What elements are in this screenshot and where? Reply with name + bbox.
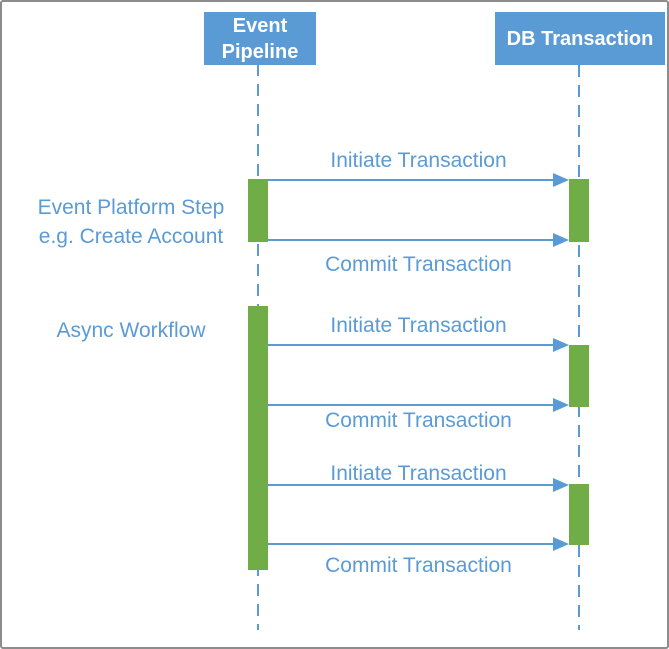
activation-bar-async-workflow	[248, 306, 268, 570]
arrow-commit-2	[268, 398, 569, 412]
message-label-initiate-3: Initiate Transaction	[330, 462, 507, 485]
arrowhead-right-icon	[553, 478, 569, 492]
annotation-event-platform-step: Event Platform Step e.g. Create Account	[22, 193, 240, 251]
arrow-shaft	[268, 404, 554, 406]
lifeline-header-db-transaction: DB Transaction	[495, 12, 665, 65]
arrow-shaft	[268, 344, 554, 346]
arrowhead-right-icon	[553, 537, 569, 551]
message-label-commit-2: Commit Transaction	[325, 409, 512, 432]
arrowhead-right-icon	[553, 338, 569, 352]
arrow-commit-3	[268, 537, 569, 551]
lifeline-header-event-pipeline: Event Pipeline	[204, 12, 316, 65]
arrow-initiate-1	[268, 173, 569, 187]
annotation-line-2: e.g. Create Account	[38, 225, 224, 248]
activation-bar-db-transaction-2	[569, 345, 589, 407]
message-label-initiate-2: Initiate Transaction	[330, 314, 507, 337]
annotation-async-workflow: Async Workflow	[56, 319, 206, 342]
message-label-commit-3: Commit Transaction	[325, 554, 512, 577]
arrowhead-right-icon	[553, 173, 569, 187]
arrow-initiate-3	[268, 478, 569, 492]
arrow-commit-1	[268, 233, 569, 247]
arrow-shaft	[268, 179, 554, 181]
arrow-shaft	[268, 543, 554, 545]
message-label-initiate-1: Initiate Transaction	[330, 149, 507, 172]
arrowhead-right-icon	[553, 233, 569, 247]
arrow-shaft	[268, 239, 554, 241]
activation-bar-db-transaction-1	[569, 179, 589, 242]
arrow-initiate-2	[268, 338, 569, 352]
annotation-line-1: Event Platform Step	[37, 196, 225, 219]
activation-bar-db-transaction-3	[569, 484, 589, 545]
activation-bar-event-step	[248, 179, 268, 242]
arrowhead-right-icon	[553, 398, 569, 412]
message-label-commit-1: Commit Transaction	[325, 253, 512, 276]
arrow-shaft	[268, 484, 554, 486]
